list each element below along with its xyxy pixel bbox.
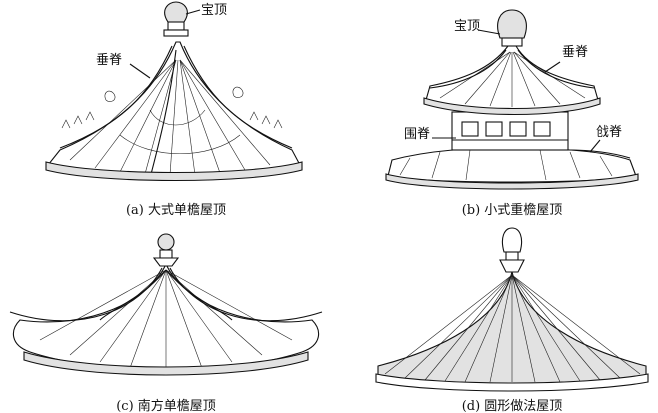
panel-a-finial-label: 宝顶: [201, 3, 227, 18]
panel-b-finial-label: 宝顶: [454, 19, 480, 34]
panel-d-caption: (d) 圆形做法屋顶: [462, 399, 563, 413]
panel-b-caption: (b) 小式重檐屋顶: [462, 202, 563, 218]
panel-b-ridge-label: 垂脊: [562, 45, 588, 60]
panel-c-roof: [9, 233, 323, 376]
panel-b-eave-label: 戗脊: [596, 125, 622, 140]
panel-a-ridge-label: 垂脊: [96, 53, 122, 68]
panel-b-surround-label: 围脊: [404, 127, 430, 142]
panel-a-caption: (a) 大式单檐屋顶: [126, 203, 226, 218]
panel-d-roof: [375, 227, 649, 392]
panel-a-roof: [45, 1, 303, 182]
panel-c-caption: (c) 南方单檐屋顶: [116, 398, 216, 413]
panel-b-roof: [385, 9, 639, 190]
